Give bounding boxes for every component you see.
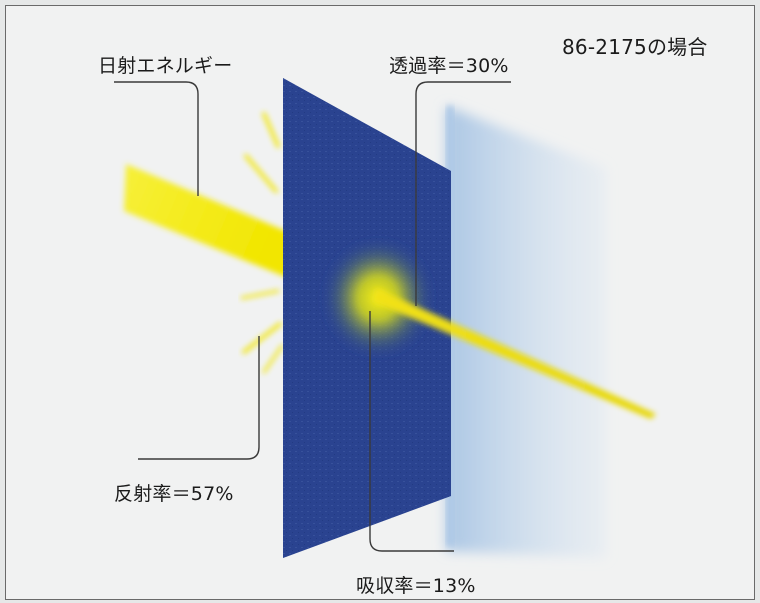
leader-reflectance: [138, 336, 260, 460]
page-title: 86-2175の場合: [562, 35, 708, 59]
leader-transmittance: [415, 81, 511, 306]
diagram-scene: [114, 78, 656, 558]
leader-lines: [114, 81, 511, 552]
reflection-rays: [240, 112, 284, 374]
diagram-panel: 86-2175の場合 日射エネルギー 透過率＝30% 反射率＝57% 吸収率＝1…: [5, 5, 755, 600]
label-solar-energy: 日射エネルギー: [98, 55, 233, 77]
incoming-solar-beam: [124, 164, 288, 278]
leader-absorptance: [369, 311, 454, 552]
transmitted-shadow-pane: [446, 106, 606, 558]
label-absorptance: 吸収率＝13%: [356, 575, 476, 597]
leader-solar-energy: [114, 81, 199, 196]
label-reflectance: 反射率＝57%: [114, 483, 234, 505]
transmitted-beam: [374, 288, 656, 419]
label-transmittance: 透過率＝30%: [389, 55, 509, 77]
